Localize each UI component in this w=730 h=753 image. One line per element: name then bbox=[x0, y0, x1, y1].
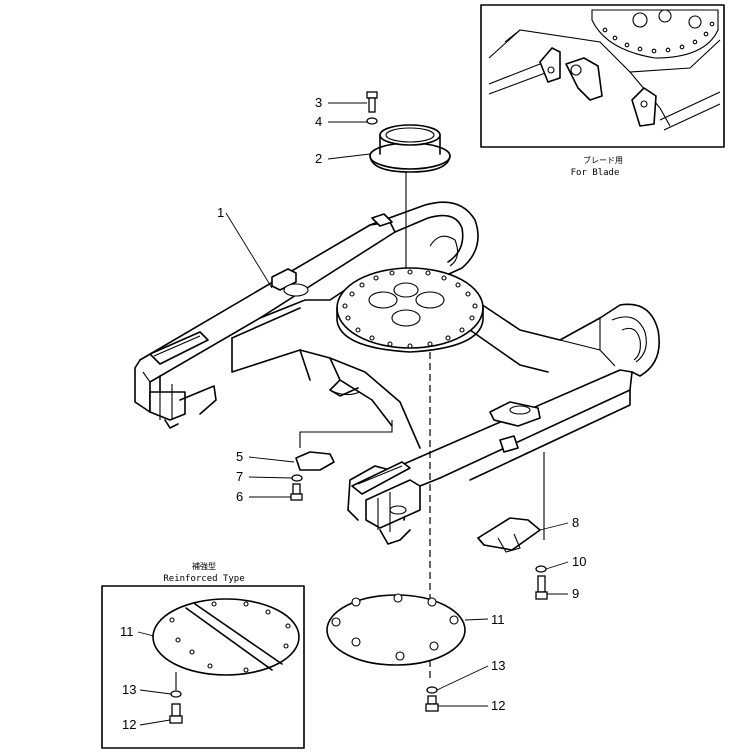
blade-caption-jp: ブレード用 bbox=[583, 155, 623, 165]
cover-11 bbox=[326, 593, 466, 666]
callout-9: 9 bbox=[572, 586, 579, 601]
seal-ring-2 bbox=[369, 124, 451, 173]
reinforced-callout-11: 11 bbox=[120, 624, 134, 639]
cover-plate-5 bbox=[295, 451, 335, 471]
callout-6: 6 bbox=[236, 489, 243, 504]
blade-inset-drawing bbox=[488, 9, 721, 131]
callout-numbers: 3 4 2 1 5 7 6 8 10 9 11 13 12 11 13 12 bbox=[120, 95, 586, 732]
blade-inset-frame bbox=[480, 4, 725, 148]
callout-10: 10 bbox=[572, 554, 586, 569]
reinforced-cover-11 bbox=[152, 598, 300, 676]
washer-13 bbox=[426, 686, 438, 694]
callout-4: 4 bbox=[315, 114, 322, 129]
bracket-8 bbox=[477, 517, 541, 553]
callout-12: 12 bbox=[491, 698, 505, 713]
washer-4 bbox=[366, 117, 378, 125]
washer-7 bbox=[291, 474, 303, 482]
reinforced-washer-13 bbox=[170, 690, 182, 698]
cover-5-leader bbox=[299, 420, 393, 448]
swing-circle-plate bbox=[336, 267, 484, 353]
callout-13: 13 bbox=[491, 658, 505, 673]
callout-7: 7 bbox=[236, 469, 243, 484]
reinforced-caption-jp: 補強型 bbox=[192, 561, 216, 571]
bolt-12 bbox=[425, 695, 439, 712]
track-frame-1 bbox=[134, 201, 660, 545]
callout-8: 8 bbox=[572, 515, 579, 530]
leader-lines bbox=[137, 102, 569, 726]
reinforced-caption-en: Reinforced Type bbox=[163, 574, 244, 584]
reinforced-inset: 補強型 Reinforced Type bbox=[101, 561, 305, 749]
plate-bolt-holes bbox=[342, 269, 478, 349]
bolt-6 bbox=[290, 483, 303, 501]
reinforced-callout-12: 12 bbox=[122, 717, 136, 732]
reinforced-inset-frame bbox=[101, 585, 305, 749]
bolt-3 bbox=[366, 91, 378, 113]
bolt-9 bbox=[535, 575, 548, 600]
blade-caption-en: For Blade bbox=[571, 168, 620, 178]
reinforced-callout-13: 13 bbox=[122, 682, 136, 697]
callout-2: 2 bbox=[315, 151, 322, 166]
callout-3: 3 bbox=[315, 95, 322, 110]
blade-inset: ブレード用 For Blade bbox=[480, 4, 725, 178]
callout-5: 5 bbox=[236, 449, 243, 464]
washer-10 bbox=[535, 565, 547, 573]
blade-swing-circle-holes bbox=[602, 21, 715, 54]
reinforced-bolt-12 bbox=[169, 703, 183, 724]
callout-11: 11 bbox=[491, 612, 505, 627]
callout-1: 1 bbox=[217, 205, 224, 220]
